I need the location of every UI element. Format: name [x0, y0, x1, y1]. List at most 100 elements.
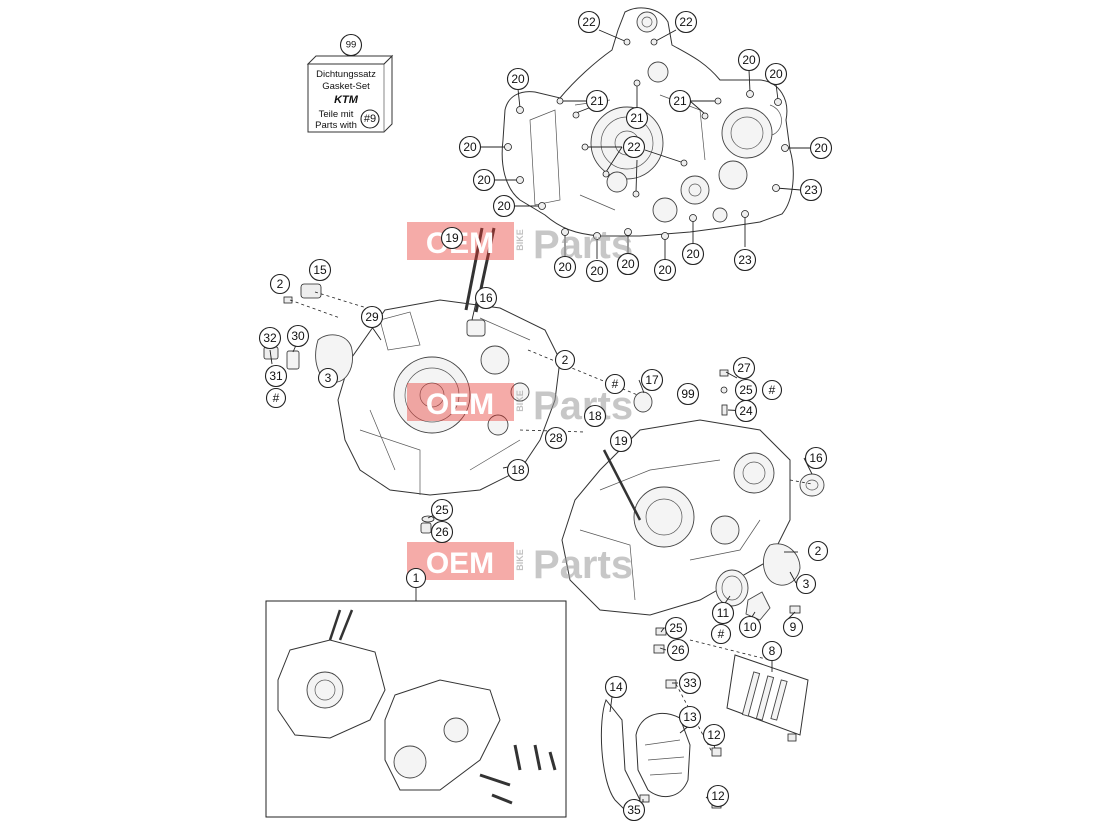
svg-text:20: 20	[742, 53, 756, 67]
callout-18b[interactable]: 18	[506, 458, 530, 482]
svg-text:2: 2	[562, 353, 569, 367]
svg-text:#9: #9	[364, 113, 376, 125]
callout-8[interactable]: 8	[761, 640, 783, 662]
svg-text:1: 1	[413, 571, 420, 585]
callout-99-kit[interactable]: 99	[339, 33, 363, 57]
callout-14[interactable]: 14	[604, 675, 628, 699]
crankcase-left-half	[337, 299, 561, 496]
kit-brand-logo: KTM	[334, 94, 359, 106]
callout-22a[interactable]: 22	[577, 10, 601, 34]
svg-text:14: 14	[609, 680, 623, 694]
svg-text:23: 23	[738, 253, 752, 267]
callout-hash-d[interactable]: #	[710, 623, 732, 645]
callout-33[interactable]: 33	[678, 671, 702, 695]
callout-20l[interactable]: 20	[653, 258, 677, 282]
callout-9[interactable]: 9	[782, 616, 804, 638]
svg-text:21: 21	[673, 94, 687, 108]
callout-1[interactable]: 1	[405, 567, 427, 589]
callout-20f[interactable]: 20	[472, 168, 496, 192]
svg-text:BIKE: BIKE	[515, 229, 525, 251]
svg-text:Parts: Parts	[533, 223, 633, 267]
watermark-3: OEM BIKE Parts	[407, 542, 633, 587]
callout-2c[interactable]: 2	[807, 540, 829, 562]
callout-2a[interactable]: 2	[269, 273, 291, 295]
svg-text:22: 22	[679, 15, 693, 29]
callout-21b[interactable]: 21	[668, 89, 692, 113]
callout-23b[interactable]: 23	[733, 248, 757, 272]
callout-25b[interactable]: 25	[430, 498, 454, 522]
svg-text:33: 33	[683, 676, 697, 690]
kit-line-2: Gasket-Set	[322, 81, 370, 92]
callout-29[interactable]: 29	[360, 305, 384, 329]
callout-10[interactable]: 10	[738, 615, 762, 639]
callout-20i[interactable]: 20	[585, 259, 609, 283]
callout-20a[interactable]: 20	[506, 67, 530, 91]
svg-text:16: 16	[479, 291, 493, 305]
svg-text:10: 10	[743, 620, 757, 634]
callout-22c[interactable]: 22	[622, 135, 646, 159]
callout-13[interactable]: 13	[678, 705, 702, 729]
svg-text:20: 20	[814, 141, 828, 155]
svg-text:#: #	[273, 391, 280, 405]
svg-text:18: 18	[511, 463, 525, 477]
svg-text:24: 24	[739, 404, 753, 418]
callout-20h[interactable]: 20	[553, 255, 577, 279]
callout-15[interactable]: 15	[308, 258, 332, 282]
callout-99b[interactable]: 99	[676, 382, 700, 406]
callout-2b[interactable]: 2	[554, 349, 576, 371]
callout-20c[interactable]: 20	[764, 62, 788, 86]
callout-30[interactable]: 30	[286, 324, 310, 348]
callout-hash-a[interactable]: #	[265, 387, 287, 409]
svg-text:BIKE: BIKE	[515, 549, 525, 571]
callout-20m[interactable]: 20	[681, 242, 705, 266]
callout-26b[interactable]: 26	[666, 638, 690, 662]
callout-23a[interactable]: 23	[799, 178, 823, 202]
callout-26a[interactable]: 26	[430, 520, 454, 544]
callout-19a[interactable]: 19	[440, 226, 464, 250]
callout-kit-ref[interactable]: #9	[360, 109, 380, 129]
callout-11[interactable]: 11	[711, 601, 735, 625]
callout-20b[interactable]: 20	[737, 48, 761, 72]
callout-16a[interactable]: 16	[474, 286, 498, 310]
callout-31[interactable]: 31	[264, 364, 288, 388]
svg-text:OEM: OEM	[426, 547, 494, 580]
callout-3a[interactable]: 3	[317, 367, 339, 389]
callout-24[interactable]: 24	[734, 399, 758, 423]
callout-20g[interactable]: 20	[492, 194, 516, 218]
callout-22b[interactable]: 22	[674, 10, 698, 34]
callout-25a[interactable]: 25	[734, 378, 758, 402]
callout-19b[interactable]: 19	[609, 429, 633, 453]
callout-20d[interactable]: 20	[458, 135, 482, 159]
svg-text:13: 13	[683, 710, 697, 724]
svg-text:OEM: OEM	[426, 388, 494, 421]
gasket-kit-box: Dichtungssatz Gasket-Set KTM Teile mit P…	[306, 33, 394, 133]
svg-text:25: 25	[435, 503, 449, 517]
svg-text:3: 3	[803, 577, 810, 591]
callout-hash-b[interactable]: #	[604, 373, 626, 395]
callout-20e[interactable]: 20	[809, 136, 833, 160]
callout-27[interactable]: 27	[732, 356, 756, 380]
callout-16b[interactable]: 16	[804, 446, 828, 470]
svg-text:20: 20	[590, 264, 604, 278]
callout-12b[interactable]: 12	[706, 784, 730, 808]
svg-text:20: 20	[463, 140, 477, 154]
callout-3b[interactable]: 3	[795, 573, 817, 595]
callout-20k[interactable]: 20	[616, 252, 640, 276]
kit-line-1: Dichtungssatz	[316, 69, 376, 80]
crankcase-top-view	[501, 7, 794, 237]
svg-text:20: 20	[686, 247, 700, 261]
callout-25c[interactable]: 25	[664, 616, 688, 640]
callout-32[interactable]: 32	[258, 326, 282, 350]
callout-18a[interactable]: 18	[583, 404, 607, 428]
svg-text:8: 8	[769, 644, 776, 658]
callout-21a[interactable]: 21	[585, 89, 609, 113]
callout-35[interactable]: 35	[622, 798, 646, 821]
svg-text:20: 20	[621, 257, 635, 271]
callout-28[interactable]: 28	[544, 426, 568, 450]
callout-21c[interactable]: 21	[625, 106, 649, 130]
callout-12a[interactable]: 12	[702, 723, 726, 747]
top-bolts	[504, 38, 789, 240]
callout-hash-c[interactable]: #	[761, 379, 783, 401]
callout-17[interactable]: 17	[640, 368, 664, 392]
